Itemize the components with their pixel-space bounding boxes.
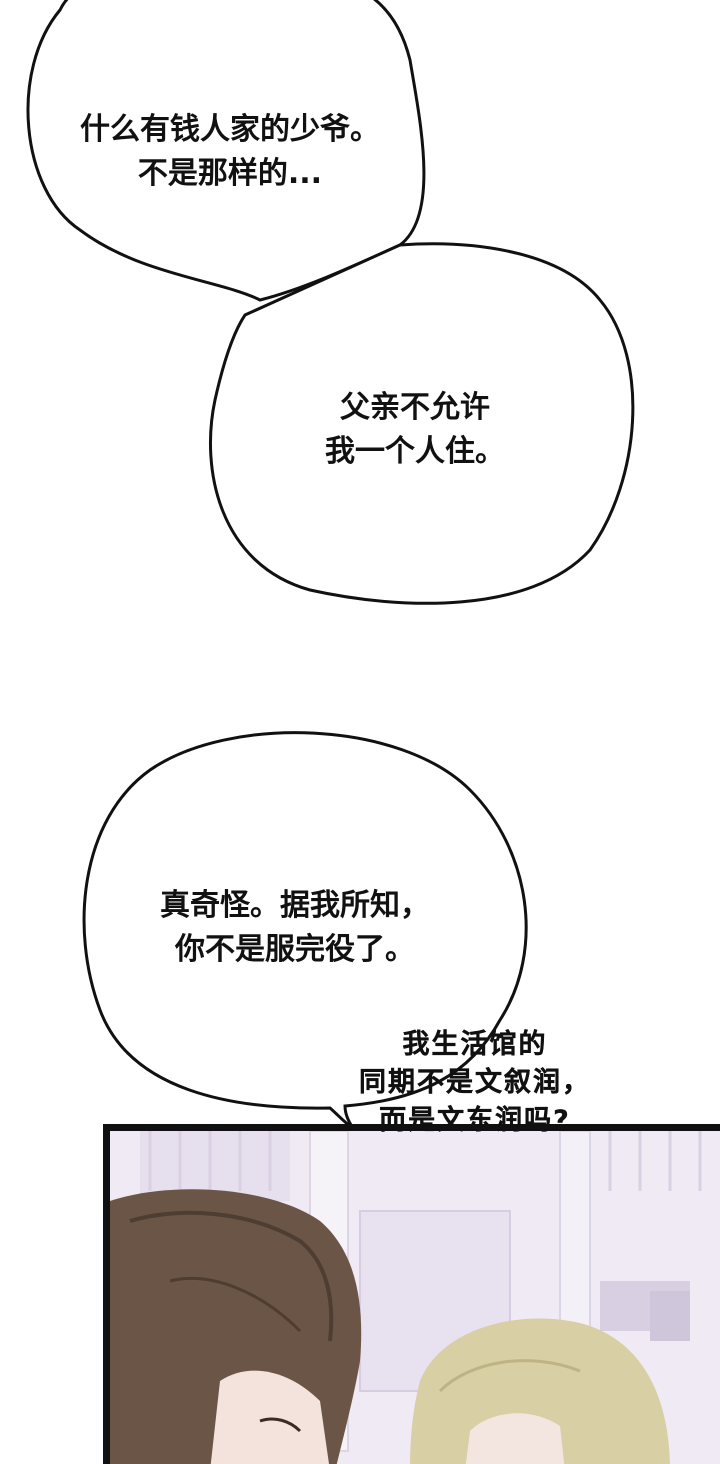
speech-bubble-1-text: 什么有钱人家的少爷。 不是那样的... [50, 108, 410, 196]
speech-bubble-3-text: 真奇怪。据我所知， 你不是服完役了。 [120, 884, 470, 972]
speech-bubble-1-line-1: 什么有钱人家的少爷。 [80, 112, 380, 147]
handwritten-caption: 我生活馆的 同期不是文叙润， 而是文东润吗? [330, 1026, 620, 1140]
handwritten-caption-line-2: 同期不是文叙润， [359, 1067, 591, 1098]
speech-bubble-2-outline [209, 242, 635, 605]
speech-bubble-2-text: 父亲不允许 我一个人住。 [290, 386, 540, 474]
comic-panel [103, 1124, 720, 1464]
speech-bubble-3-line-2: 你不是服完役了。 [175, 932, 415, 967]
handwritten-caption-line-1: 我生活馆的 [402, 1029, 548, 1060]
speech-bubble-3-outline [82, 731, 528, 1132]
speech-bubble-3-line-1: 真奇怪。据我所知， [160, 888, 430, 923]
panel-artwork [110, 1131, 720, 1464]
handwritten-caption-line-3: 而是文东润吗? [379, 1105, 571, 1136]
speech-bubble-2-line-1: 父亲不允许 [340, 390, 490, 425]
speech-bubble-2-line-2: 我一个人住。 [325, 434, 505, 469]
speech-bubble-1-line-2: 不是那样的... [137, 156, 323, 191]
